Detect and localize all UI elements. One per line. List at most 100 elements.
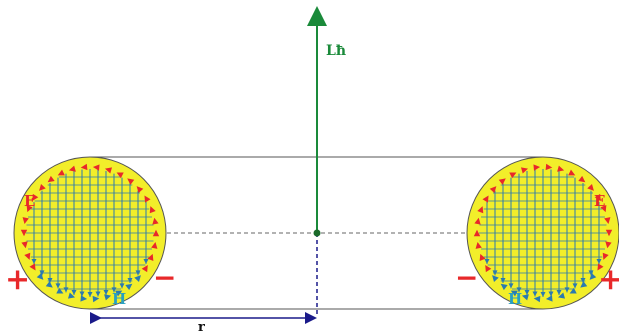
field-arrow-e: [600, 205, 607, 213]
field-arrow-e: [149, 206, 156, 214]
field-arrow-e: [489, 186, 497, 194]
field-arrow-e: [127, 178, 135, 185]
field-arrow-h: [532, 291, 538, 297]
field-arrow-e: [485, 265, 492, 273]
field-arrow-e: [116, 172, 124, 179]
field-arrow-e: [136, 186, 144, 194]
field-arrow-e: [45, 281, 53, 288]
field-arrow-e: [510, 290, 518, 297]
field-arrow-h: [79, 291, 85, 297]
field-arrow-e: [47, 175, 55, 183]
axis-label: Lħ: [326, 43, 346, 59]
field-arrow-e: [597, 263, 604, 271]
field-arrow-e: [152, 217, 159, 225]
field-arrow-h: [484, 258, 490, 264]
field-arrow-h: [580, 277, 586, 283]
field-arrow-e: [477, 206, 484, 214]
field-arrow-e: [578, 175, 586, 183]
field-arrow-e: [589, 272, 597, 280]
field-arrow-e: [482, 195, 489, 203]
center-point: [313, 229, 321, 237]
field-arrow-h: [127, 277, 133, 283]
field-arrow-e: [56, 287, 64, 294]
field-arrow-e: [115, 290, 123, 297]
field-arrow-e: [509, 172, 517, 179]
right-cross-section: [466, 156, 619, 310]
field-arrow-e: [473, 229, 481, 237]
field-arrow-h: [556, 289, 562, 295]
field-arrow-e: [104, 167, 113, 174]
field-arrow-e: [533, 164, 541, 171]
field-arrow-e: [39, 184, 46, 191]
field-arrow-e: [80, 295, 88, 302]
field-arrow-e: [92, 295, 100, 303]
field-arrow-e: [520, 167, 529, 174]
field-arrow-h: [508, 283, 514, 289]
field-arrow-e: [492, 275, 499, 282]
field-arrow-e: [479, 253, 486, 261]
h-label-right: H: [508, 290, 522, 308]
field-arrow-h: [548, 291, 554, 297]
field-arrow-h: [55, 283, 61, 289]
field-arrow-e: [545, 163, 553, 171]
field-arrow-e: [500, 283, 508, 291]
field-arrow-e: [32, 193, 39, 201]
field-arrow-e: [80, 163, 88, 171]
field-arrow-e: [125, 283, 133, 291]
h-label-left: H: [112, 290, 126, 308]
radius-label: r: [198, 320, 205, 333]
field-arrow-h: [143, 258, 149, 264]
field-arrow-e: [134, 275, 141, 282]
field-arrow-h: [31, 258, 37, 264]
field-arrow-e: [474, 217, 481, 225]
field-arrow-e: [29, 263, 36, 271]
field-arrow-e: [147, 253, 154, 261]
field-arrow-e: [67, 292, 76, 299]
field-arrow-e: [605, 229, 613, 237]
field-arrow-e: [144, 195, 151, 203]
field-arrow-e: [141, 265, 148, 273]
field-arrow-h: [596, 258, 602, 264]
plus-sign-right: +: [598, 262, 619, 297]
field-arrow-e: [605, 241, 612, 249]
field-arrow-e: [498, 178, 506, 185]
field-arrow-h: [564, 287, 570, 293]
field-arrow-e: [604, 217, 611, 225]
field-arrow-h: [111, 287, 117, 293]
e-label-left: E: [24, 192, 35, 210]
field-arrow-e: [20, 229, 28, 237]
field-arrow-e: [557, 292, 566, 299]
field-arrow-h: [516, 287, 522, 293]
field-arrow-e: [521, 294, 529, 301]
field-arrow-h: [524, 289, 530, 295]
field-arrow-e: [24, 252, 31, 260]
field-arrow-e: [475, 241, 482, 249]
field-arrow-e: [152, 229, 160, 237]
field-arrow-e: [602, 252, 609, 260]
field-arrow-e: [533, 295, 541, 303]
field-arrow-h: [540, 292, 546, 297]
field-arrow-h: [572, 283, 578, 289]
left-cross-section: [13, 156, 167, 310]
field-arrow-e: [21, 241, 28, 249]
field-arrow-e: [22, 217, 29, 225]
field-arrow-h: [119, 283, 125, 289]
field-arrow-e: [26, 205, 33, 213]
field-arrow-e: [57, 169, 65, 176]
field-arrow-e: [151, 241, 158, 249]
field-arrow-h: [47, 277, 53, 283]
field-arrow-h: [500, 277, 506, 283]
field-arrow-h: [63, 287, 69, 293]
field-arrow-e: [594, 193, 601, 201]
field-arrow-h: [95, 291, 101, 297]
field-arrow-e: [36, 272, 44, 280]
field-arrow-h: [87, 292, 93, 297]
field-arrow-e: [557, 165, 565, 172]
field-arrow-e: [92, 164, 100, 171]
field-arrow-e: [569, 287, 577, 294]
field-arrow-e: [104, 294, 112, 301]
field-arrow-e: [68, 165, 76, 172]
field-arrow-e: [568, 169, 576, 176]
field-arrow-e: [587, 184, 594, 191]
minus-sign-left: −: [153, 261, 176, 294]
